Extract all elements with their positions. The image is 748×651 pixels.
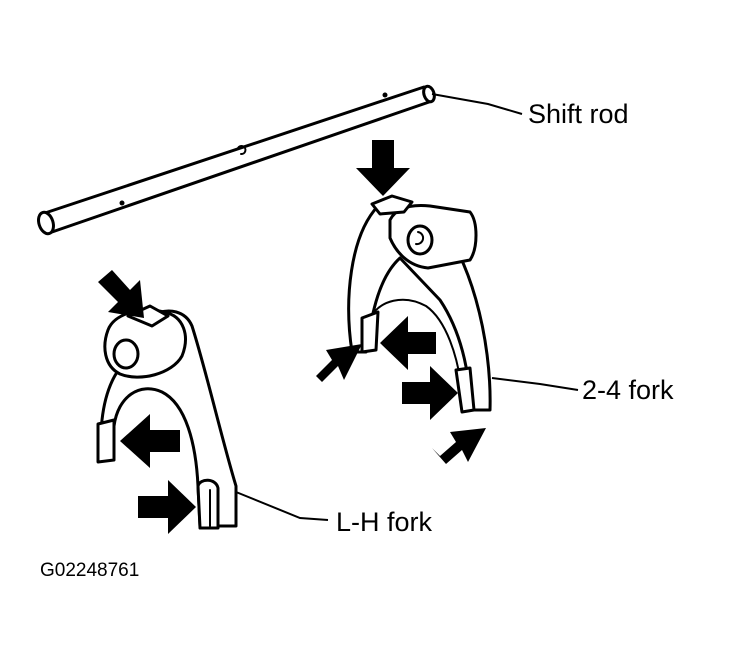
fork-lh-leader (235, 491, 329, 521)
fork-lh-label: L-H fork (336, 507, 433, 537)
fork-24-icon (347, 194, 492, 414)
figure-id: G02248761 (40, 560, 139, 581)
shift-rod-label: Shift rod (528, 99, 629, 129)
fork-24-leader (491, 377, 579, 391)
shift-rod-icon (37, 84, 436, 236)
fork-lh-icon (96, 304, 238, 530)
fork-24-label: 2-4 fork (582, 375, 674, 405)
shift-rod-leader (431, 93, 523, 115)
arrow-icon (98, 140, 486, 534)
